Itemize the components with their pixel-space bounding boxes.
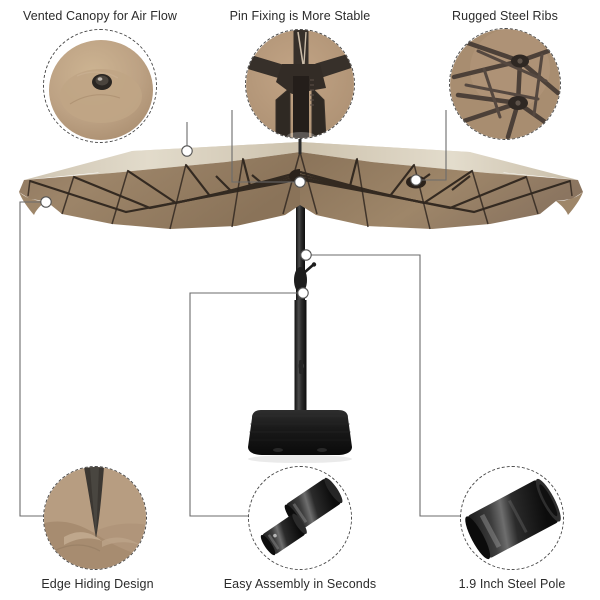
- label-steel-ribs: Rugged Steel Ribs: [452, 9, 558, 23]
- crank-handle-graphic: [294, 262, 317, 293]
- label-steel-pole: 1.9 Inch Steel Pole: [458, 577, 566, 591]
- steel-ribs-detail: [450, 29, 560, 139]
- canopy-left: [19, 142, 311, 230]
- callout-edge-hiding[interactable]: [43, 466, 147, 570]
- label-pin-fixing: Pin Fixing is More Stable: [229, 9, 371, 23]
- callout-vented-canopy[interactable]: [43, 29, 157, 143]
- callout-steel-pole[interactable]: [460, 466, 564, 570]
- connector-markers: [40, 145, 422, 299]
- callout-easy-assembly[interactable]: [248, 466, 352, 570]
- square-base-graphic: [248, 410, 352, 463]
- pin-fixing-detail: [246, 30, 354, 138]
- callout-pin-fixing[interactable]: [245, 29, 355, 139]
- canopy-right: [299, 142, 583, 230]
- vented-canopy-detail: [44, 30, 156, 142]
- steel-pole-detail: [461, 467, 563, 569]
- label-easy-assembly: Easy Assembly in Seconds: [223, 577, 377, 591]
- finial: [298, 134, 302, 154]
- label-edge-hiding: Edge Hiding Design: [41, 577, 154, 591]
- callout-steel-ribs[interactable]: [449, 28, 561, 140]
- connector-lines: [19, 110, 462, 517]
- label-vented-canopy: Vented Canopy for Air Flow: [22, 9, 178, 23]
- easy-assembly-detail: [249, 467, 351, 569]
- edge-hiding-detail: [44, 467, 146, 569]
